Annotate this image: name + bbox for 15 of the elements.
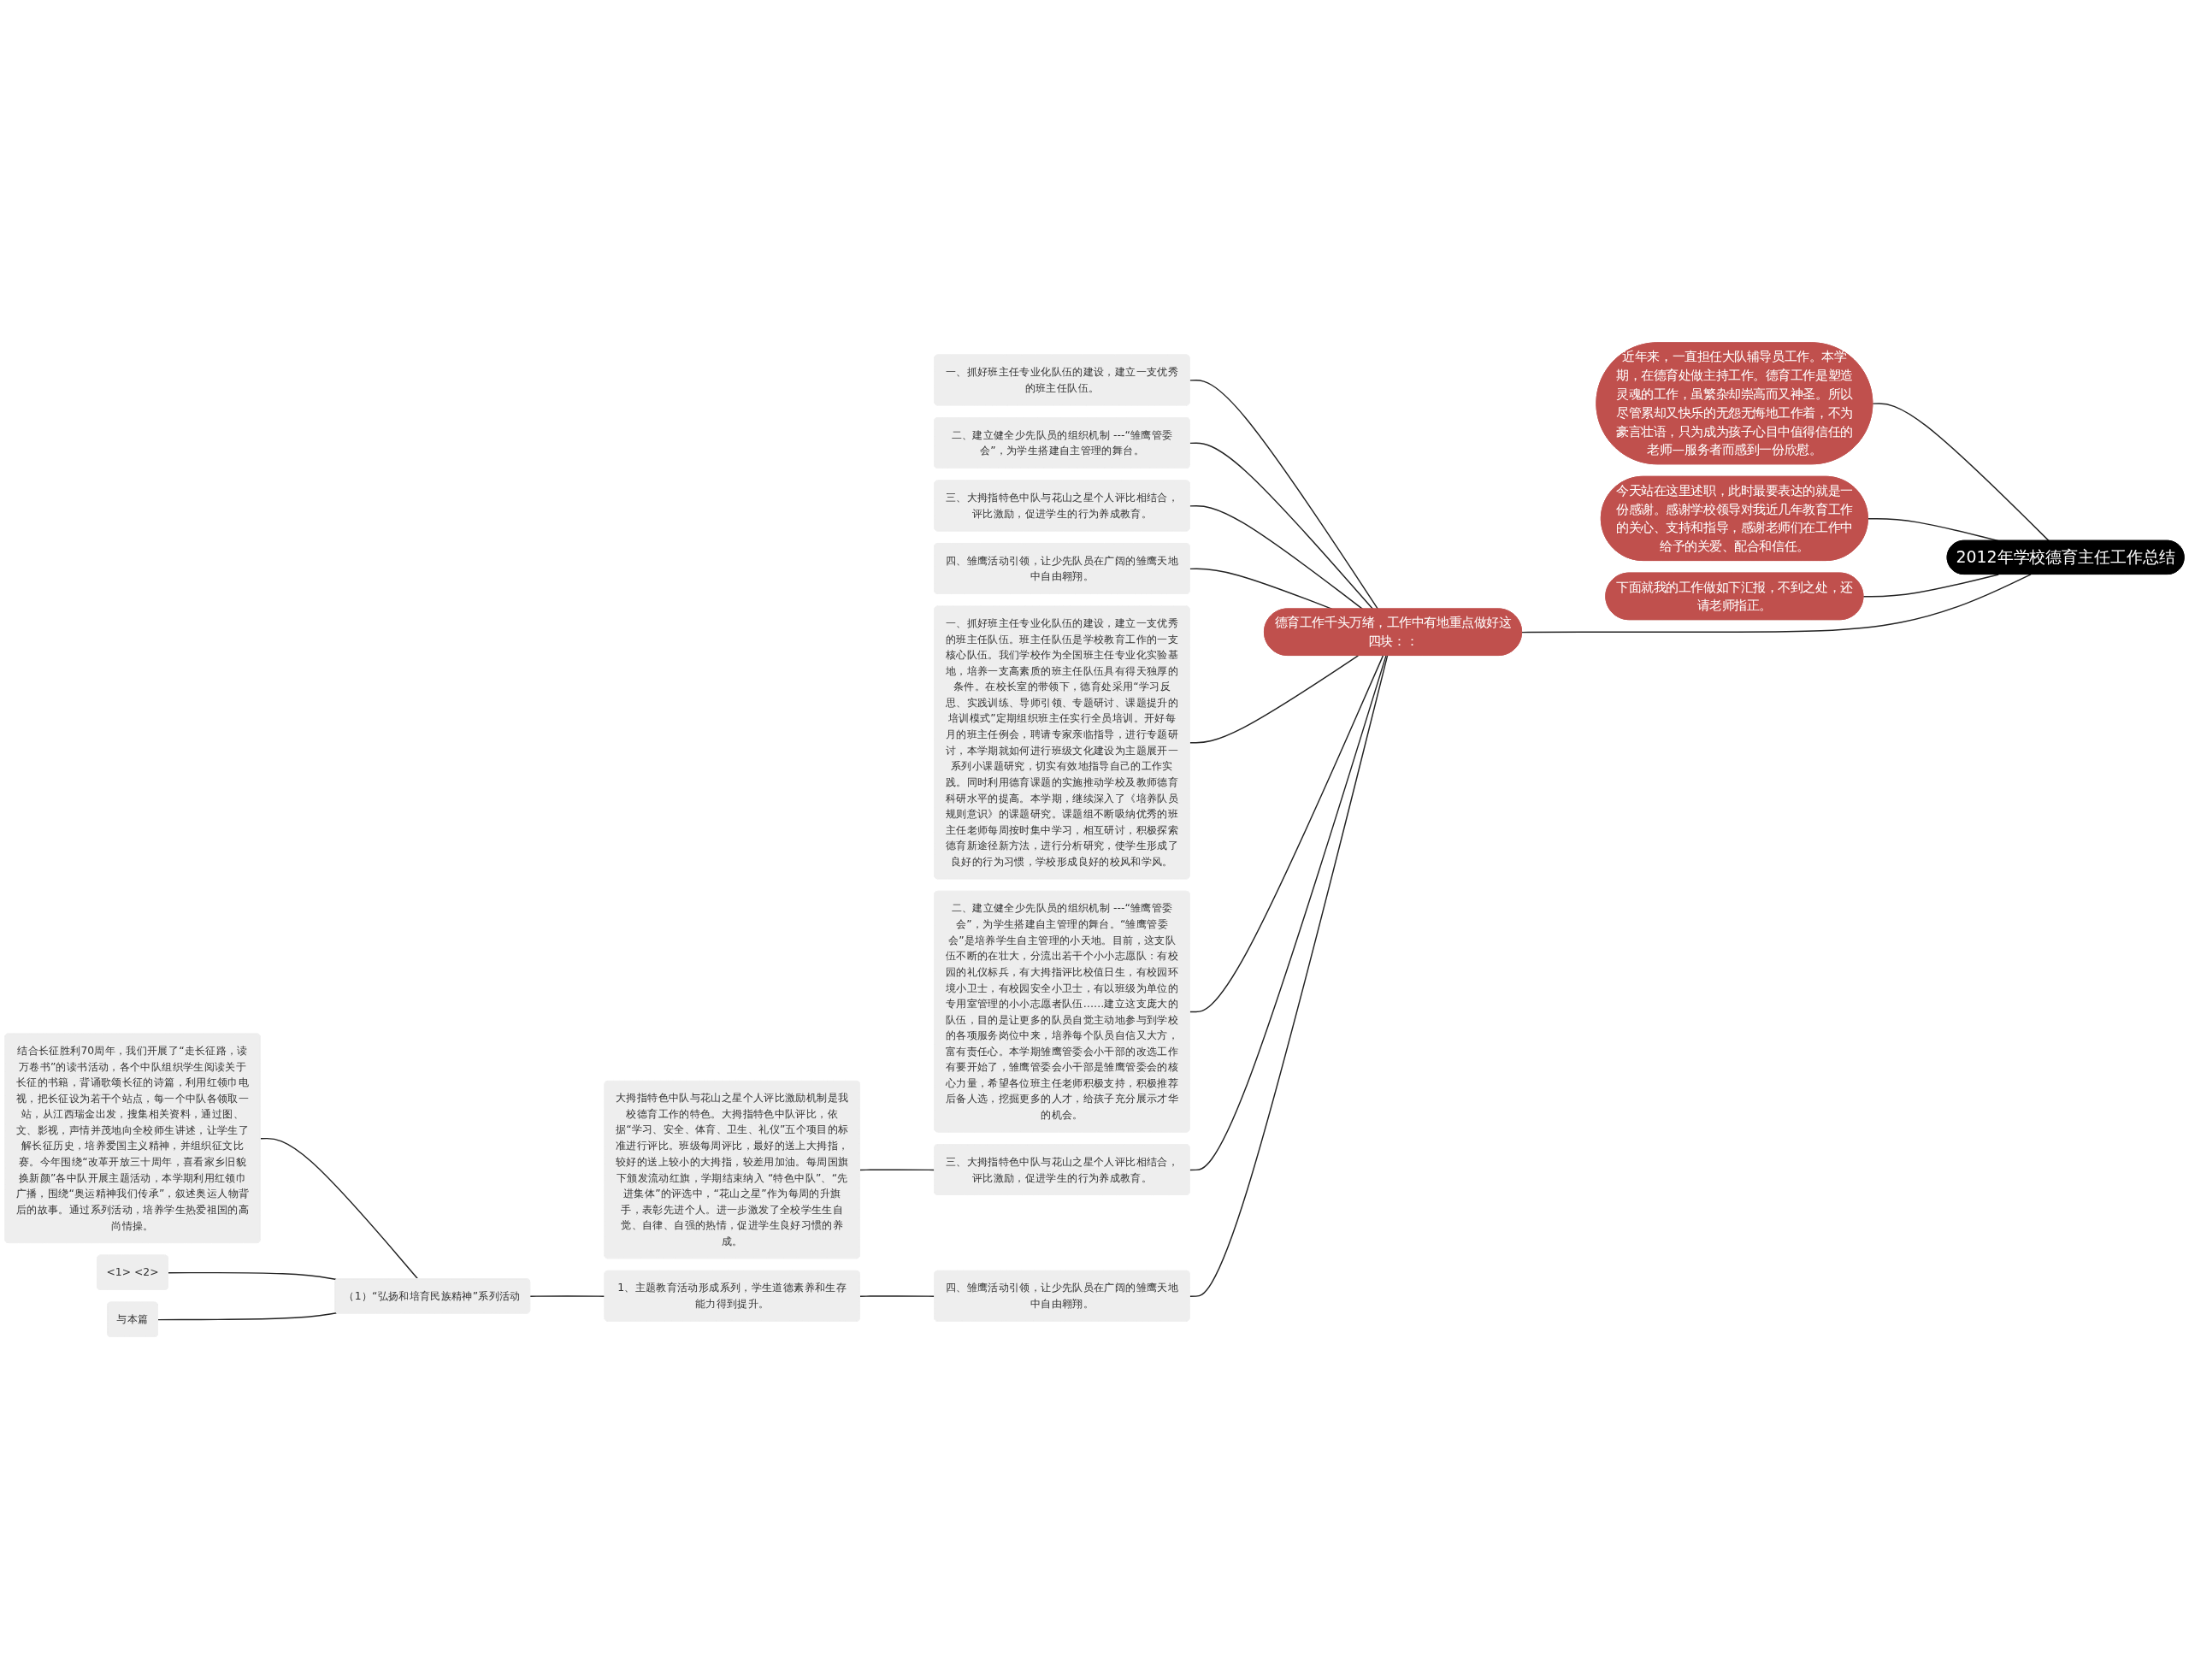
connector [529,1295,606,1298]
connector [1189,655,1389,1298]
connector [157,1312,338,1321]
connector [1521,574,2032,634]
connector [859,1295,935,1298]
connector [1189,655,1360,744]
connector [1189,380,1379,610]
connector [859,1169,935,1171]
connector [1872,403,2050,542]
connector [168,1272,338,1281]
connector [1189,655,1384,1013]
connector [1189,655,1387,1171]
connector [1862,574,2000,598]
connector [1189,442,1374,610]
connector [1189,505,1364,610]
